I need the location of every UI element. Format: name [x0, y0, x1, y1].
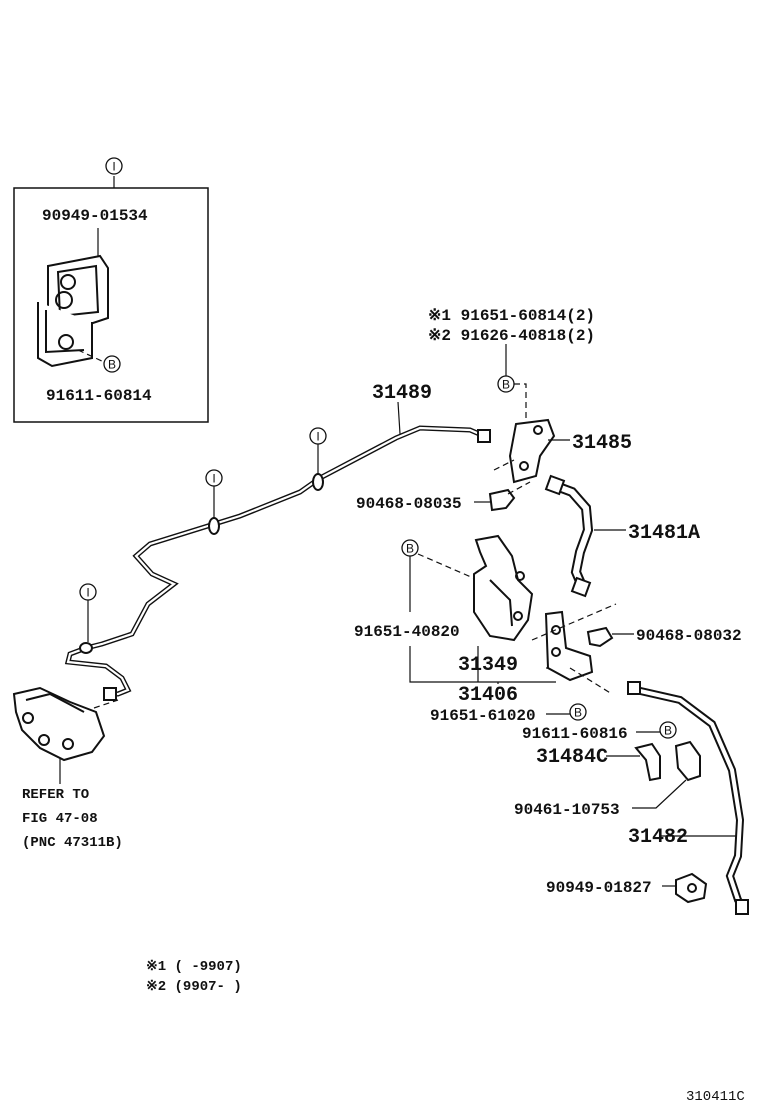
symbol-text: B — [406, 542, 414, 556]
inset-bolt-label: 91611-60814 — [46, 387, 152, 405]
clip-90468-08032-drawing — [586, 626, 614, 648]
symbol-text: B — [574, 706, 582, 720]
hose-31482-label: 31482 — [628, 826, 688, 849]
inset-clamp-label: 90949-01534 — [42, 207, 148, 225]
part-31406-label: 31406 — [458, 684, 518, 707]
inset-bolt-symbol-b: B — [103, 355, 121, 373]
symbol-text: I — [112, 160, 115, 174]
symbol-text: B — [664, 724, 672, 738]
tube-clip-symbol-i-3: I — [79, 583, 97, 642]
clip-90468-08035-drawing — [488, 488, 516, 512]
hose-31482-drawing — [627, 681, 749, 915]
part-31349-drawing — [473, 534, 534, 642]
symbol-text: B — [502, 378, 510, 392]
symbol-text: I — [212, 472, 215, 486]
bolt-91651-61020-label: 91651-61020 — [430, 707, 536, 725]
bolt-b-symbol-upper: B — [401, 539, 419, 557]
figure-id: 310411C — [686, 1089, 745, 1105]
part-31349-label: 31349 — [458, 654, 518, 677]
clip-90468-08035-label: 90468-08035 — [356, 495, 462, 513]
bracket-31485-drawing — [508, 418, 556, 484]
refer-label-line2: FIG 47-08 — [22, 811, 98, 827]
refer-label-line3: (PNC 47311B) — [22, 835, 123, 851]
bolt-b-symbol-right: B — [659, 721, 677, 739]
brake-tube-31489 — [64, 425, 491, 701]
bolt-91611-60816-label: 91611-60816 — [522, 725, 628, 743]
tube-31489-label: 31489 — [372, 382, 432, 405]
symbol-text: I — [86, 586, 89, 600]
clip-90468-08032-label: 90468-08032 — [636, 627, 742, 645]
bracket-31485-label: 31485 — [572, 432, 632, 455]
bracket-bolt-symbol-b: B — [497, 375, 515, 393]
footnote-2: ※2 (9907- ) — [146, 979, 242, 995]
note2-part-label: ※2 91626-40818(2) — [428, 327, 595, 345]
inset-ref-symbol-i: I — [105, 157, 123, 175]
tube-clip-symbol-i-1: I — [309, 427, 327, 474]
symbol-text: I — [316, 430, 319, 444]
bracket-31484c-label: 31484C — [536, 746, 608, 769]
clamp-90949-01827-drawing — [675, 872, 708, 904]
bolt-91651-40820-label: 91651-40820 — [354, 623, 460, 641]
footnote-1: ※1 ( -9907) — [146, 959, 242, 975]
refer-label-line1: REFER TO — [22, 787, 89, 803]
hose-31481a-label: 31481A — [628, 522, 700, 545]
inset-clamp-drawing — [37, 254, 109, 368]
clip-90461-10753-label: 90461-10753 — [514, 801, 620, 819]
hose-31481a-drawing — [544, 474, 594, 598]
clamp-90949-01827-label: 90949-01827 — [546, 879, 652, 897]
symbol-text: B — [108, 358, 116, 372]
bolt-b-symbol-lower: B — [569, 703, 587, 721]
tube-clip-symbol-i-2: I — [205, 469, 223, 518]
inset-box: I 90949-01534 B 91611-60814 — [13, 157, 209, 423]
bracket-31484c-drawing — [634, 742, 661, 782]
clip-90461-10753-drawing — [674, 740, 701, 782]
note1-part-label: ※1 91651-60814(2) — [428, 307, 595, 325]
part-31406-bracket-drawing — [544, 610, 594, 682]
master-cylinder-drawing — [12, 686, 106, 762]
